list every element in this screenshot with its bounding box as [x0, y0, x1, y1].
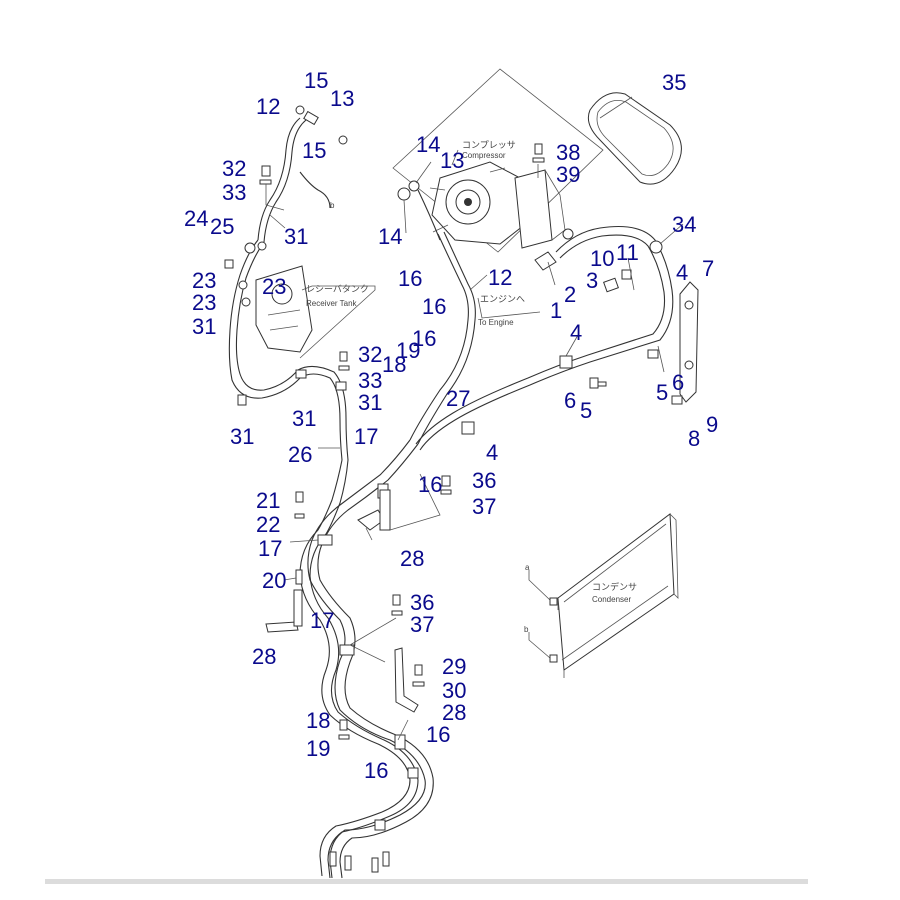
callout-numbers: 15 13 12 15 32 33 31 24 25 23 23 23 31 1… [184, 68, 718, 783]
to-engine-label-jp: エンジンへ [480, 295, 525, 305]
callout-1: 1 [550, 298, 562, 323]
compressor: コンプレッサ Compressor [429, 140, 566, 249]
callout-29: 29 [442, 654, 466, 679]
callout-19a: 19 [396, 338, 420, 363]
callout-18b: 18 [306, 708, 330, 733]
callout-17b: 17 [258, 536, 282, 561]
callout-28b: 28 [252, 644, 276, 669]
callout-12a: 12 [256, 94, 280, 119]
callout-35: 35 [662, 70, 686, 95]
callout-3: 3 [586, 268, 598, 293]
callout-6a: 6 [564, 388, 576, 413]
callout-28c: 28 [442, 700, 466, 725]
callout-28a: 28 [400, 546, 424, 571]
bottom-rule [45, 879, 808, 884]
callout-23b: 23 [262, 274, 286, 299]
callout-38: 38 [556, 140, 580, 165]
to-engine-label-en: To Engine [478, 318, 514, 327]
callout-20: 20 [262, 568, 286, 593]
callout-16e: 16 [426, 722, 450, 747]
receiver-tank-label-jp: レシーバタンク [306, 284, 369, 295]
condenser-label-jp: コンデンサ [592, 581, 637, 593]
callout-4a: 4 [676, 260, 688, 285]
bracket-28-center [357, 473, 441, 541]
bolt-38 [532, 143, 545, 178]
leader-lines [269, 96, 684, 741]
drive-belt [587, 92, 682, 185]
callout-10: 10 [590, 246, 614, 271]
callout-16d: 16 [418, 472, 442, 497]
receiver-tank-label-en: Receiver Tank [306, 299, 358, 308]
callout-31a: 31 [284, 224, 308, 249]
callout-18a: 18 [382, 352, 406, 377]
condenser-bracket [647, 281, 699, 405]
callout-37b: 37 [410, 612, 434, 637]
callout-31c: 31 [358, 390, 382, 415]
callout-16a: 16 [398, 266, 422, 291]
callout-13a: 13 [330, 86, 354, 111]
callout-19b: 19 [306, 736, 330, 761]
connection-b: b [524, 625, 529, 634]
bracket-28-left [265, 491, 305, 633]
callout-36a: 36 [472, 468, 496, 493]
connection-a: a [525, 563, 530, 572]
callout-31d: 31 [292, 406, 316, 431]
bolt-36-37 [440, 475, 452, 495]
callout-13b: 13 [440, 148, 464, 173]
callout-8: 8 [688, 426, 700, 451]
callout-21: 21 [256, 488, 280, 513]
callout-27: 27 [446, 386, 470, 411]
callout-33b: 33 [358, 368, 382, 393]
compressor-label-en: Compressor [462, 151, 506, 160]
main-hose-bundle [299, 439, 434, 879]
callout-15a: 15 [304, 68, 328, 93]
callout-2: 2 [564, 282, 576, 307]
callout-37a: 37 [472, 494, 496, 519]
callout-16b: 16 [422, 294, 446, 319]
condenser-label-en: Condenser [592, 595, 631, 604]
callout-31b: 31 [192, 314, 216, 339]
callout-17c: 17 [310, 608, 334, 633]
callout-16f: 16 [364, 758, 388, 783]
upper-left-hoses: b [224, 105, 350, 461]
callout-39: 39 [556, 162, 580, 187]
compressor-label-jp: コンプレッサ [462, 140, 516, 151]
callout-5b: 5 [656, 380, 668, 405]
callout-17a: 17 [354, 424, 378, 449]
callout-14a: 14 [416, 132, 440, 157]
callout-32b: 32 [358, 342, 382, 367]
callout-30: 30 [442, 678, 466, 703]
callout-23c: 23 [192, 290, 216, 315]
callout-6b: 6 [672, 370, 684, 395]
callout-34: 34 [672, 212, 696, 237]
callout-25: 25 [210, 214, 234, 239]
condenser: コンデンサ Condenser a b [524, 513, 679, 678]
hose-assembly: エンジンへ To Engine [397, 180, 674, 451]
callout-4c: 4 [570, 320, 582, 345]
callout-11: 11 [616, 240, 639, 265]
callout-16c: 16 [412, 326, 436, 351]
callout-9: 9 [706, 412, 718, 437]
callout-26: 26 [288, 442, 312, 467]
callout-36b: 36 [410, 590, 434, 615]
callout-12b: 12 [488, 265, 512, 290]
receiver-tank-area: レシーバタンク Receiver Tank [255, 265, 376, 359]
callout-14b: 14 [378, 224, 402, 249]
callout-15b: 15 [302, 138, 326, 163]
callout-4b: 4 [486, 440, 498, 465]
callout-23a: 23 [192, 268, 216, 293]
callout-5a: 5 [580, 398, 592, 423]
callout-33a: 33 [222, 180, 246, 205]
callout-32a: 32 [222, 156, 246, 181]
callout-22: 22 [256, 512, 280, 537]
callout-31e: 31 [230, 424, 254, 449]
connection-b-upper: b [330, 201, 335, 210]
callout-24: 24 [184, 206, 208, 231]
callout-7: 7 [702, 256, 714, 281]
bracket-28-lower [338, 594, 425, 740]
